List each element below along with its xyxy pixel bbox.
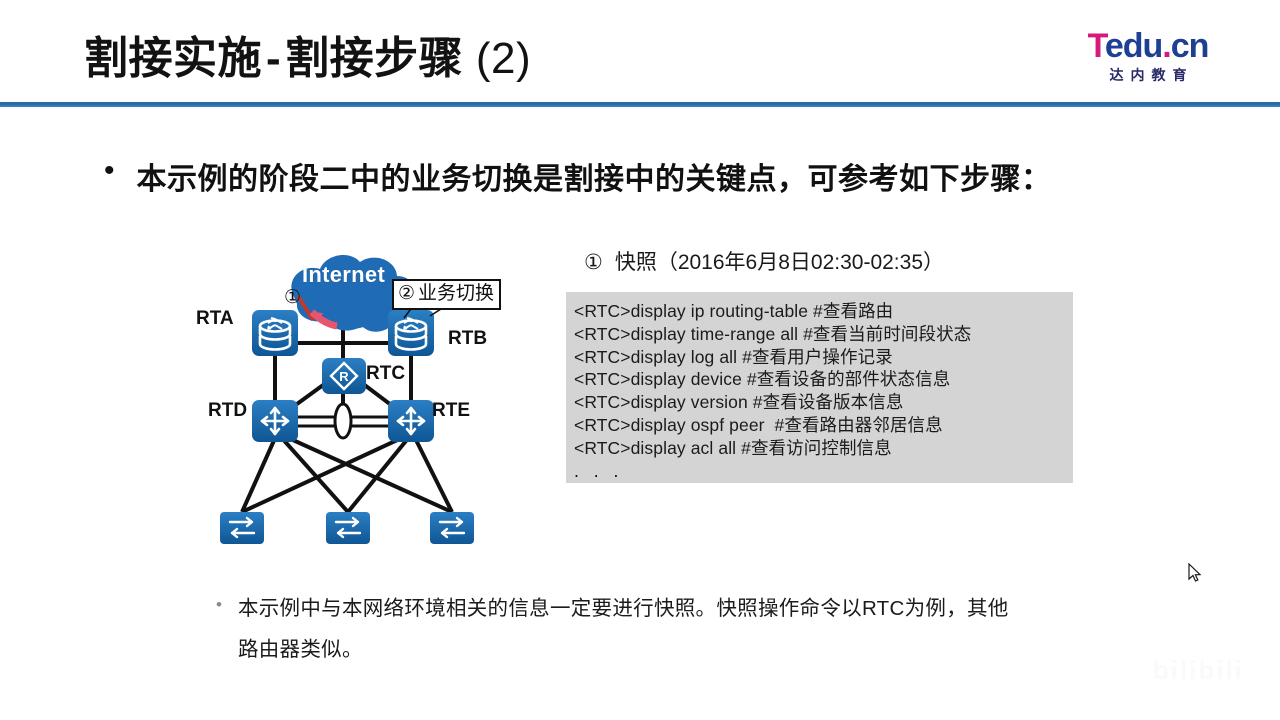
header-divider <box>0 102 1280 107</box>
node-label-rtc: RTC <box>366 363 406 384</box>
tag-text: 业务切换 <box>418 283 495 304</box>
bullet-marker-icon: • <box>104 154 115 187</box>
logo-text-cn: cn <box>1170 27 1210 65</box>
node-label-rtd: RTD <box>208 400 248 421</box>
logo-text-edu: edu <box>1104 27 1163 65</box>
code-line: <RTC>display time-range all #查看当前时间段状态 <box>574 323 972 344</box>
step-heading: ① 快照（2016年6月8日02:30-02:35） <box>584 246 944 276</box>
access-switch-1-icon <box>220 512 264 544</box>
network-topology-diagram: R <box>180 240 540 550</box>
logo-wordmark: Tedu.cn <box>1058 28 1238 64</box>
sub-bullet-marker-icon: • <box>216 595 222 614</box>
code-line: <RTC>display ospf peer #查看路由器邻居信息 <box>574 414 943 435</box>
tag-number: ② <box>398 283 416 304</box>
internet-cloud-icon <box>291 254 415 332</box>
logo-dot: . <box>1162 27 1172 65</box>
trunk-link-icon <box>333 402 353 440</box>
code-line: <RTC>display acl all #查看访问控制信息 <box>574 437 892 458</box>
topology-links <box>240 312 454 514</box>
step-label: 快照（2016年6月8日02:30-02:35） <box>614 251 944 274</box>
access-switch-2-icon <box>326 512 370 544</box>
code-line: <RTC>display log all #查看用户操作记录 <box>574 346 893 367</box>
code-line: <RTC>display ip routing-table #查看路由 <box>574 301 894 321</box>
switch-rtd-icon <box>252 400 298 442</box>
tedu-logo: Tedu.cn 达内教育 <box>1058 28 1238 90</box>
video-watermark: bilibili <box>1152 655 1244 685</box>
diagram-marker-one: ① <box>284 287 302 308</box>
code-line: <RTC>display version #查看设备版本信息 <box>574 392 904 413</box>
command-code-block: <RTC>display ip routing-table #查看路由 <RTC… <box>566 292 1073 483</box>
main-bullet: • 本示例的阶段二中的业务切换是割接中的关键点，可参考如下步骤： <box>104 150 1214 210</box>
switch-rte-icon <box>388 400 434 442</box>
node-label-rtb: RTB <box>448 328 488 349</box>
node-label-rta: RTA <box>196 308 234 329</box>
step-number: ① <box>584 251 603 274</box>
logo-subtitle: 达内教育 <box>1109 67 1194 83</box>
mouse-cursor <box>1188 562 1202 583</box>
page-title-second: 割接步骤 <box>285 34 464 83</box>
cut-marker-arrow <box>296 294 338 330</box>
router-rtc-icon: R <box>322 358 366 394</box>
main-bullet-text: 本示例的阶段二中的业务切换是割接中的关键点，可参考如下步骤： <box>136 163 1052 196</box>
access-switch-3-icon <box>430 512 474 544</box>
code-ellipsis: . . . <box>574 460 624 481</box>
sub-bullet: • 本示例中与本网络环境相关的信息一定要进行快照。快照操作命令以RTC为例，其他… <box>216 588 1016 670</box>
router-rtb-icon <box>388 310 434 356</box>
svg-text:R: R <box>339 369 349 384</box>
internet-cloud-label: Internet <box>302 262 386 287</box>
page-title-dash: - <box>266 34 282 83</box>
code-line: <RTC>display device #查看设备的部件状态信息 <box>574 369 951 390</box>
node-label-rte: RTE <box>432 400 470 421</box>
sub-bullet-text: 本示例中与本网络环境相关的信息一定要进行快照。快照操作命令以RTC为例，其他路由… <box>237 597 1009 661</box>
router-rta-icon <box>252 310 298 356</box>
page-title: 割接实施-割接步骤 (2) <box>84 22 531 86</box>
page-title-suffix: (2) <box>475 34 532 83</box>
logo-letter-t: T <box>1087 27 1106 65</box>
page-title-main: 割接实施 <box>84 34 262 83</box>
